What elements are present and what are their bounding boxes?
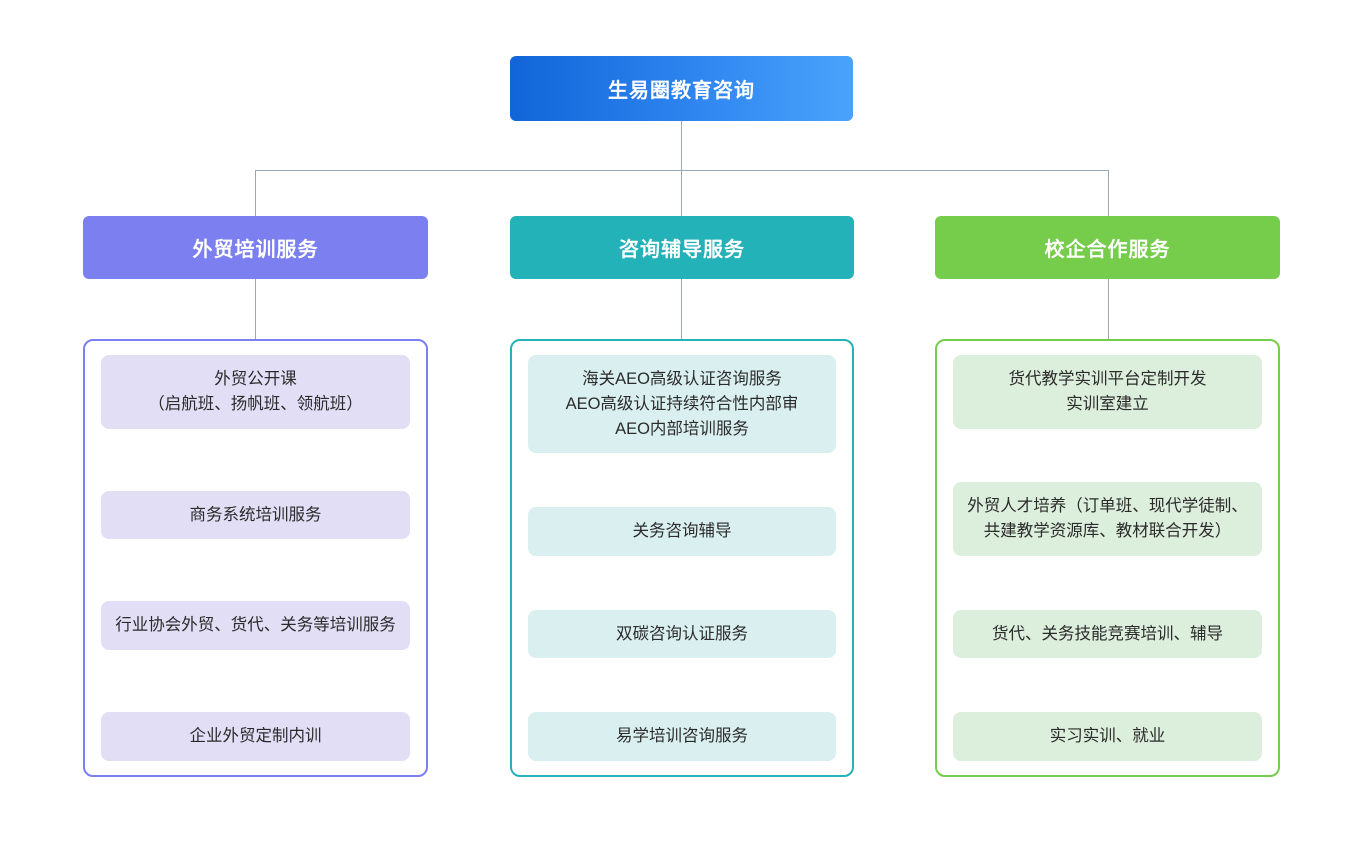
root-node[interactable]: 生易圈教育咨询: [510, 56, 853, 121]
list-item[interactable]: 外贸人才培养（订单班、现代学徒制、共建教学资源库、教材联合开发）: [953, 482, 1262, 556]
branch-header-consulting[interactable]: 咨询辅导服务: [510, 216, 854, 279]
list-item[interactable]: 外贸公开课 （启航班、扬帆班、领航班）: [101, 355, 410, 429]
connector-header-to-list-school: [1108, 279, 1109, 339]
list-item[interactable]: 企业外贸定制内训: [101, 712, 410, 761]
branch-header-training[interactable]: 外贸培训服务: [83, 216, 428, 279]
list-item[interactable]: 货代、关务技能竞赛培训、辅导: [953, 609, 1262, 659]
list-item[interactable]: 易学培训咨询服务: [528, 712, 836, 761]
branch-list-consulting: 海关AEO高级认证咨询服务 AEO高级认证持续符合性内部审 AEO内部培训服务 …: [510, 339, 854, 777]
connector-header-to-list-consulting: [681, 279, 682, 339]
connector-drop-consulting: [681, 170, 682, 216]
list-item[interactable]: 双碳咨询认证服务: [528, 609, 836, 659]
branch-list-school: 货代教学实训平台定制开发 实训室建立 外贸人才培养（订单班、现代学徒制、共建教学…: [935, 339, 1280, 777]
connector-header-to-list-training: [255, 279, 256, 339]
branch-school: 校企合作服务 货代教学实训平台定制开发 实训室建立 外贸人才培养（订单班、现代学…: [935, 216, 1280, 777]
list-item[interactable]: 海关AEO高级认证咨询服务 AEO高级认证持续符合性内部审 AEO内部培训服务: [528, 355, 836, 454]
list-item[interactable]: 商务系统培训服务: [101, 490, 410, 540]
branch-header-school[interactable]: 校企合作服务: [935, 216, 1280, 279]
connector-root-stem: [681, 121, 682, 170]
list-item[interactable]: 实习实训、就业: [953, 712, 1262, 761]
branch-list-training: 外贸公开课 （启航班、扬帆班、领航班） 商务系统培训服务 行业协会外贸、货代、关…: [83, 339, 428, 777]
list-item[interactable]: 行业协会外贸、货代、关务等培训服务: [101, 601, 410, 651]
branch-training: 外贸培训服务 外贸公开课 （启航班、扬帆班、领航班） 商务系统培训服务 行业协会…: [83, 216, 428, 777]
branch-consulting: 咨询辅导服务 海关AEO高级认证咨询服务 AEO高级认证持续符合性内部审 AEO…: [510, 216, 854, 777]
connector-drop-training: [255, 170, 256, 216]
connector-drop-school: [1108, 170, 1109, 216]
list-item[interactable]: 关务咨询辅导: [528, 507, 836, 556]
list-item[interactable]: 货代教学实训平台定制开发 实训室建立: [953, 355, 1262, 429]
